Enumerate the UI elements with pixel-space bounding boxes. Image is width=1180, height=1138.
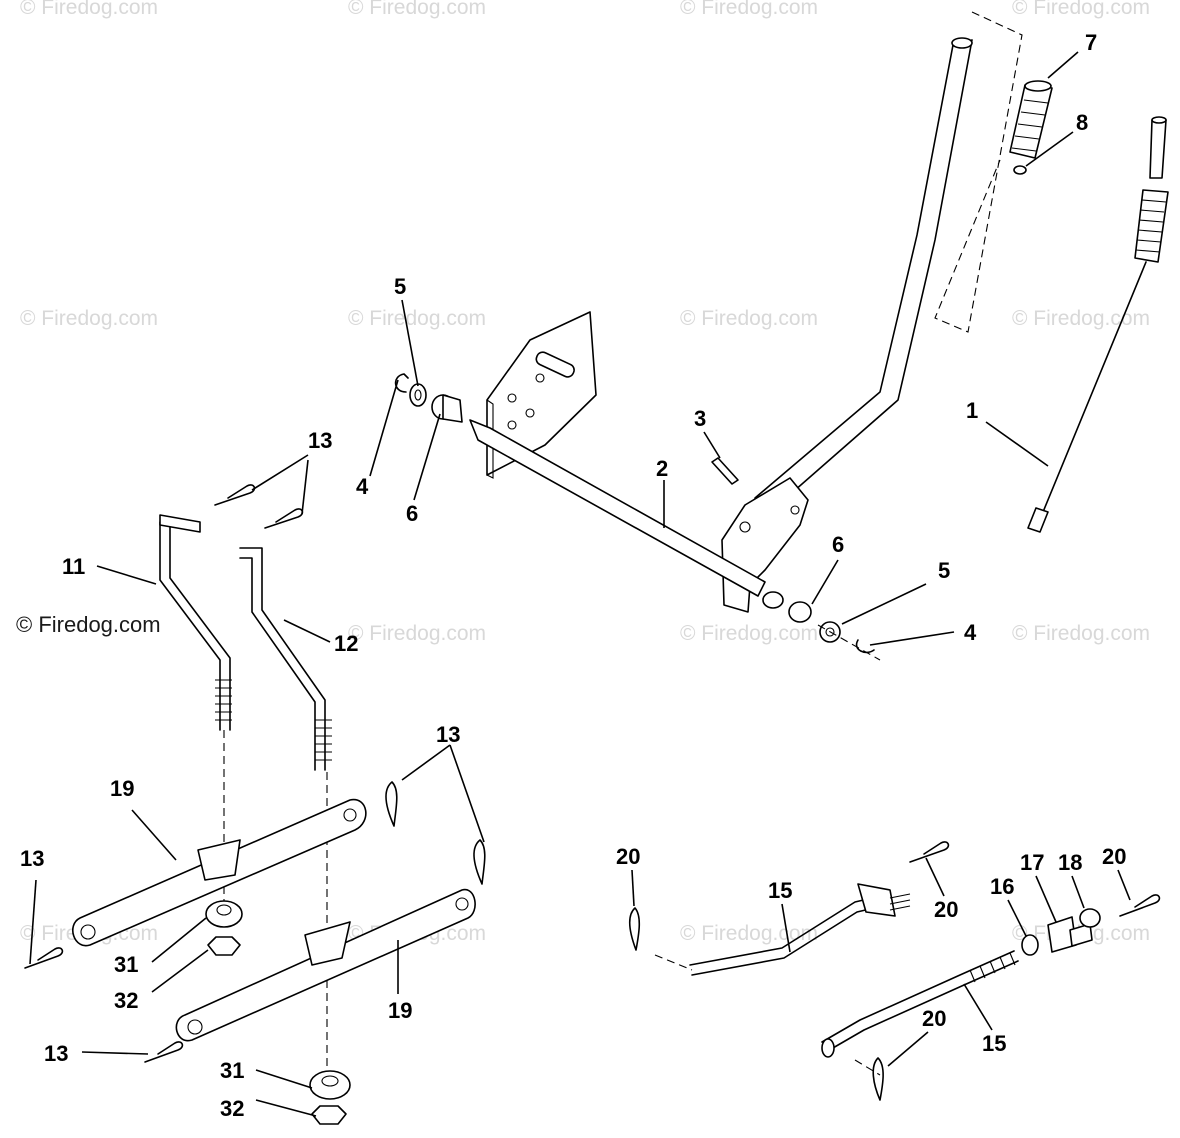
callout-19: 19 xyxy=(388,998,412,1023)
callout-15: 15 xyxy=(982,1031,1006,1056)
callout-19: 19 xyxy=(110,776,134,801)
hairpin-clip xyxy=(473,839,486,885)
watermark-grid: © Firedog.com © Firedog.com © Firedog.co… xyxy=(20,0,1150,945)
hairpin-clip xyxy=(24,947,64,969)
watermark: © Firedog.com xyxy=(348,622,486,645)
callout-4: 4 xyxy=(356,474,369,499)
adjuster-rod-upper xyxy=(689,883,911,976)
callout-12: 12 xyxy=(334,631,358,656)
washer-left xyxy=(409,383,427,407)
watermark-main: © Firedog.com xyxy=(16,612,161,637)
guide-line xyxy=(934,11,1023,333)
bushing-right xyxy=(788,601,812,623)
callout-13: 13 xyxy=(308,428,332,453)
callout-16: 16 xyxy=(990,874,1014,899)
callout-15: 15 xyxy=(768,878,792,903)
watermark: © Firedog.com xyxy=(20,307,158,330)
hairpin-clip xyxy=(1119,894,1161,917)
hairpin-clip xyxy=(872,1057,884,1101)
callout-6: 6 xyxy=(406,501,418,526)
watermark: © Firedog.com xyxy=(1012,307,1150,330)
callout-11: 11 xyxy=(62,554,85,579)
watermark: © Firedog.com xyxy=(680,922,818,945)
leader-lines xyxy=(29,51,1131,1117)
watermark: © Firedog.com xyxy=(348,307,486,330)
adjuster-rod-lower xyxy=(821,950,1019,1058)
callout-6: 6 xyxy=(832,532,844,557)
washer-adjuster xyxy=(1021,934,1039,956)
watermark: © Firedog.com xyxy=(680,307,818,330)
callout-1: 1 xyxy=(966,398,978,423)
callout-31: 31 xyxy=(220,1058,244,1083)
callout-20: 20 xyxy=(1102,844,1126,869)
callout-20: 20 xyxy=(922,1006,946,1031)
callout-32: 32 xyxy=(114,988,138,1013)
hairpin-clip xyxy=(144,1041,184,1063)
nut-upper xyxy=(207,936,241,956)
lift-link-right xyxy=(239,547,332,771)
callout-13: 13 xyxy=(20,846,44,871)
adjuster-nut xyxy=(1079,908,1101,928)
callout-31: 31 xyxy=(114,952,138,977)
watermark: © Firedog.com xyxy=(348,0,486,19)
spacer-lower xyxy=(309,1070,351,1100)
callout-13: 13 xyxy=(44,1041,68,1066)
hairpin-clip xyxy=(628,907,641,951)
lift-link-left xyxy=(159,514,232,731)
watermark: © Firedog.com xyxy=(680,622,818,645)
watermark: © Firedog.com xyxy=(680,0,818,19)
lift-arm-lower xyxy=(175,889,476,1042)
pivot-plate xyxy=(486,311,597,479)
hairpin-clip xyxy=(214,484,256,506)
watermark: © Firedog.com xyxy=(1012,622,1150,645)
callout-7: 7 xyxy=(1085,30,1097,55)
lift-cable xyxy=(1027,116,1169,533)
callout-32: 32 xyxy=(220,1096,244,1121)
bushing-left xyxy=(431,394,463,423)
watermark: © Firedog.com xyxy=(20,0,158,19)
lift-arm-upper xyxy=(71,799,367,947)
callout-2: 2 xyxy=(656,456,668,481)
callout-8: 8 xyxy=(1076,110,1088,135)
adjuster-bolt xyxy=(1069,923,1093,947)
retaining-ring-right xyxy=(855,639,875,654)
callout-18: 18 xyxy=(1058,850,1082,875)
cross-shaft xyxy=(469,419,784,609)
callout-3: 3 xyxy=(694,406,706,431)
hairpin-clip xyxy=(385,781,398,827)
callout-17: 17 xyxy=(1020,850,1044,875)
grip-nut xyxy=(1013,165,1027,175)
hairpin-clip xyxy=(909,841,950,863)
callout-13: 13 xyxy=(436,722,460,747)
nut-lower xyxy=(311,1105,347,1125)
callout-4: 4 xyxy=(964,620,977,645)
handle-grip xyxy=(1009,80,1053,159)
hairpin-clip xyxy=(264,508,304,529)
callout-labels: 1 2 3 4 5 6 7 8 11 12 13 13 13 13 19 19 … xyxy=(20,30,1126,1121)
callout-20: 20 xyxy=(616,844,640,869)
spacer-upper xyxy=(205,900,243,928)
callout-20: 20 xyxy=(934,897,958,922)
retaining-ring-left xyxy=(394,373,409,393)
watermark: © Firedog.com xyxy=(1012,0,1150,19)
roll-pin xyxy=(711,457,739,485)
callout-5: 5 xyxy=(394,274,406,299)
callout-5: 5 xyxy=(938,558,950,583)
